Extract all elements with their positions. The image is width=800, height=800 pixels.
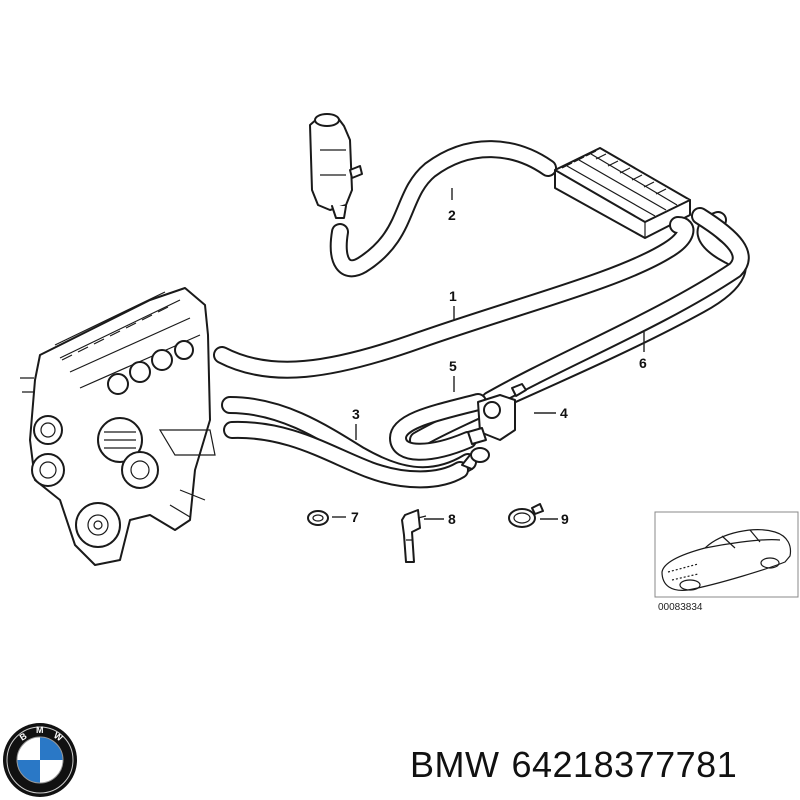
hose-clip-8 xyxy=(401,509,427,563)
callout-6: 6 xyxy=(639,355,647,371)
engine-block xyxy=(20,287,216,566)
water-valve xyxy=(461,383,527,470)
svg-text:B: B xyxy=(18,731,29,743)
hose-1 xyxy=(213,216,695,379)
hose-clamp-7 xyxy=(307,510,329,526)
hose-5 xyxy=(389,393,487,461)
diagram-code: 00083834 xyxy=(658,602,703,613)
part-number: 64218377781 xyxy=(511,744,738,785)
bmw-logo: B M W xyxy=(3,723,77,797)
part-caption: BMW 64218377781 xyxy=(410,744,749,786)
callout-5: 5 xyxy=(449,358,457,374)
hose-3 xyxy=(221,396,477,489)
callout-9: 9 xyxy=(561,511,569,527)
callout-8: 8 xyxy=(448,511,456,527)
hose-clamp-9 xyxy=(508,503,544,528)
callout-7: 7 xyxy=(351,509,359,525)
heater-core xyxy=(554,147,691,239)
callout-3: 3 xyxy=(352,406,360,422)
brand-name: BMW xyxy=(410,744,500,785)
svg-text:M: M xyxy=(36,725,44,735)
reference-car-inset: 00083834 xyxy=(654,511,799,613)
expansion-tank xyxy=(309,113,363,219)
callout-4: 4 xyxy=(560,405,568,421)
leader-lines xyxy=(332,188,645,520)
callout-2: 2 xyxy=(448,207,456,223)
hose-2 xyxy=(329,140,557,278)
callout-1: 1 xyxy=(449,288,457,304)
